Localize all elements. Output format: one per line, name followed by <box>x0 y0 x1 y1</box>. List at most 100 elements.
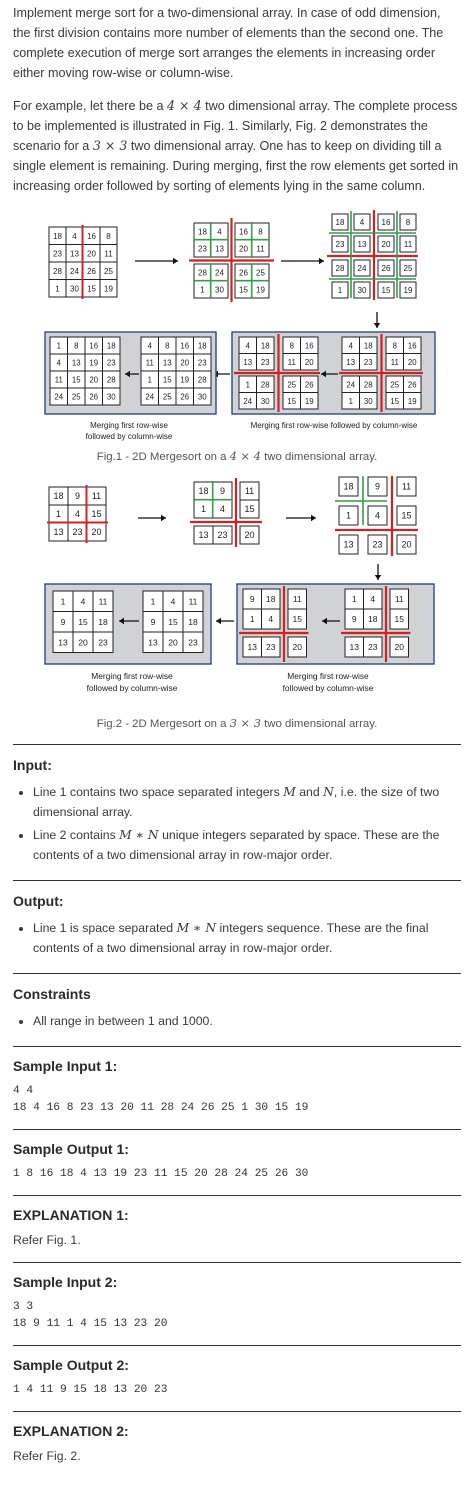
cell-value: 18 <box>364 341 373 350</box>
divider <box>13 1129 461 1130</box>
cell-value: 18 <box>343 482 353 492</box>
grid-cell <box>287 636 307 658</box>
caption-text: Fig.1 - 2D Mergesort on a <box>96 451 230 463</box>
cell-value: 20 <box>89 376 98 385</box>
cell-value: 28 <box>198 269 207 278</box>
divider <box>13 973 461 974</box>
grid-cell <box>331 213 349 231</box>
grid-cell <box>331 235 349 253</box>
cell-value: 1 <box>148 376 152 385</box>
arrow-head <box>125 370 130 378</box>
cell-value: 11 <box>402 482 411 492</box>
code-line: 3 3 <box>13 1301 34 1313</box>
math-size: 3 × 3 <box>229 716 261 730</box>
cell-value: 1 <box>246 380 250 389</box>
cell-value: 4 <box>171 596 176 606</box>
explanation-2-text: Refer Fig. 2. <box>13 1449 81 1463</box>
cell-value: 11 <box>293 594 302 604</box>
grid-cell <box>331 281 349 299</box>
constraint-item: All range in between 1 and 1000. <box>33 1011 461 1031</box>
grid-cell <box>359 353 378 371</box>
cell-value: 16 <box>239 228 248 237</box>
grid-cell <box>353 213 371 231</box>
grid-cell <box>359 392 378 410</box>
cell-value: 23 <box>188 637 198 647</box>
input-line-1: Line 1 contains two space separated inte… <box>33 782 461 822</box>
cell-value: 11 <box>256 245 265 254</box>
cell-value: 13 <box>72 359 81 368</box>
cell-value: 13 <box>198 530 208 540</box>
cell-value: 20 <box>244 530 254 540</box>
cell-value: 18 <box>53 232 62 241</box>
cell-value: 28 <box>107 376 116 385</box>
cell-value: 28 <box>198 376 207 385</box>
grid-cell <box>193 387 212 406</box>
cell-value: 8 <box>165 342 169 351</box>
cell-value: 8 <box>393 341 397 350</box>
cell-value: 4 <box>246 341 251 350</box>
input-line-2: Line 2 contains M ∗ N unique integers se… <box>33 825 461 865</box>
cell-value: 15 <box>395 614 405 624</box>
output-line-1: Line 1 is space separated M ∗ N integers… <box>33 918 461 958</box>
cell-value: 1 <box>200 286 205 295</box>
sample-output-2-heading: Sample Output 2: <box>13 1357 129 1373</box>
constraints-heading: Constraints <box>13 986 91 1002</box>
cell-value: 13 <box>243 358 252 367</box>
input-heading: Input: <box>13 757 52 773</box>
cell-value: 18 <box>98 617 108 627</box>
cell-value: 15 <box>72 376 81 385</box>
text: Line 1 contains two space separated inte… <box>33 785 284 799</box>
cell-value: 15 <box>244 504 254 514</box>
grid-cell <box>396 505 417 526</box>
grid-cell <box>377 235 395 253</box>
cell-value: 9 <box>375 482 380 492</box>
cell-value: 13 <box>148 637 158 647</box>
text: Line 1 is space separated <box>33 921 177 935</box>
cell-value: 4 <box>81 596 86 606</box>
cell-value: 25 <box>163 393 172 402</box>
cell-value: 4 <box>349 341 354 350</box>
cell-value: 23 <box>198 359 207 368</box>
cell-value: 4 <box>268 614 273 624</box>
cell-value: 20 <box>78 637 88 647</box>
cell-value: 23 <box>198 245 207 254</box>
cell-value: 26 <box>305 380 314 389</box>
cell-value: 15 <box>87 284 96 293</box>
cell-value: 11 <box>99 596 108 606</box>
cell-value: 30 <box>364 397 373 406</box>
cell-value: 11 <box>55 376 63 385</box>
cell-value: 13 <box>163 359 172 368</box>
arrow-head <box>311 514 316 522</box>
cell-value: 19 <box>256 286 265 295</box>
cell-value: 8 <box>258 228 263 237</box>
cell-value: 4 <box>75 509 80 519</box>
cell-value: 23 <box>261 358 270 367</box>
cell-value: 30 <box>198 393 207 402</box>
divider <box>13 880 461 881</box>
cell-value: 18 <box>198 228 207 237</box>
cell-value: 26 <box>239 269 248 278</box>
constraints-list: All range in between 1 and 1000. <box>13 1011 461 1031</box>
cell-value: 30 <box>107 393 116 402</box>
intro-text: two dimensional array. One has to keep o… <box>13 139 459 193</box>
grid-cell <box>367 476 388 497</box>
cell-value: 11 <box>391 358 399 367</box>
text: and <box>295 785 324 799</box>
grid-cell <box>363 636 383 658</box>
cell-value: 11 <box>395 594 404 604</box>
cell-value: 23 <box>72 527 82 537</box>
cell-value: 28 <box>261 380 270 389</box>
cell-value: 23 <box>336 240 345 249</box>
cell-value: 19 <box>305 397 314 406</box>
cell-value: 8 <box>290 341 294 350</box>
cell-value: 9 <box>220 486 225 496</box>
cell-value: 19 <box>404 286 413 295</box>
cell-value: 16 <box>305 341 314 350</box>
math-size: 4 × 4 <box>167 98 202 113</box>
